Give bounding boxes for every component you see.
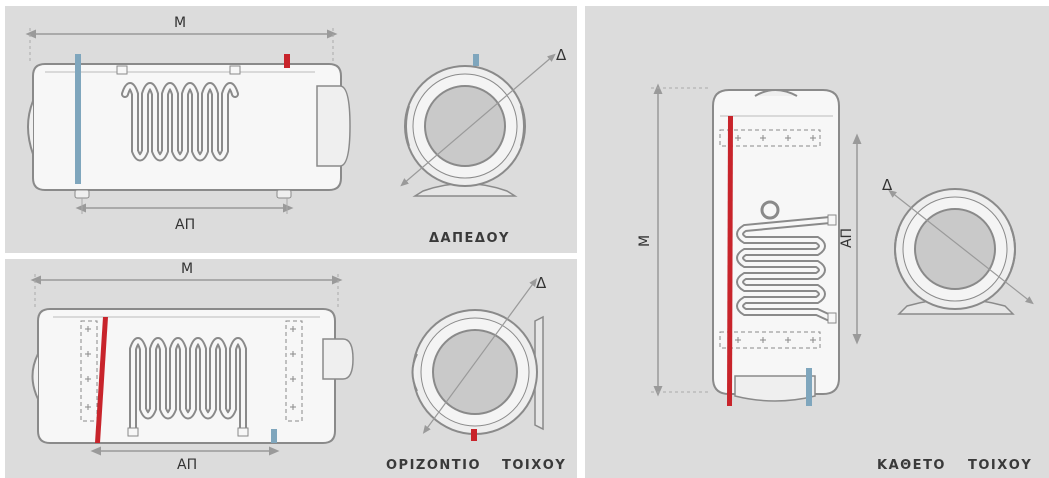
- diameter-label: Δ: [536, 274, 547, 292]
- horizontal-wall-drawing: [30, 274, 544, 456]
- tank-vertical: [712, 89, 840, 406]
- length-label: M: [174, 15, 187, 31]
- coil-span-label: ΑΠ: [175, 217, 196, 233]
- side-view-wall: [411, 278, 544, 441]
- side-view-floor: [400, 53, 556, 197]
- cold-water-pipe: [75, 54, 81, 184]
- tank-horizontal-floor: [27, 54, 351, 199]
- caption-wall: ΤΟΙΧΟΥ: [502, 458, 567, 473]
- hot-water-pipe: [95, 317, 108, 443]
- diameter-dimension-line: [400, 53, 556, 187]
- cold-water-inlet: [271, 429, 277, 443]
- caption-horizontal: ΟΡΙΖΟΝΤΙΟ: [386, 458, 482, 473]
- panel-vertical-wall: M ΑΠ Δ ΚΑΘΕΤΟ ΤΟΙΧΟΥ: [585, 6, 1049, 478]
- panel-horizontal-floor: M ΑΠ Δ ΔΑΠΕΔΟΥ: [5, 6, 577, 253]
- coil-span-label: ΑΠ: [177, 457, 198, 473]
- height-label: M: [637, 234, 654, 248]
- vertical-wall-drawing: [651, 83, 1034, 406]
- hot-water-pipe: [727, 116, 733, 406]
- caption-floor: ΔΑΠΕΔΟΥ: [429, 231, 510, 246]
- hot-water-outlet: [284, 54, 290, 68]
- diameter-label: Δ: [882, 176, 893, 194]
- diameter-dimension-line: [888, 189, 1034, 305]
- diameter-label: Δ: [556, 46, 567, 64]
- length-label: M: [181, 261, 194, 277]
- panel-horizontal-wall: M ΑΠ Δ ΟΡΙΖΟΝΤΙΟ ΤΟΙΧΟΥ: [5, 259, 577, 478]
- side-view-vertical: [888, 188, 1034, 315]
- horizontal-floor-drawing: [25, 28, 556, 214]
- caption-vertical: ΚΑΘΕΤΟ: [877, 458, 946, 473]
- tank-horizontal-wall: [31, 308, 354, 444]
- cold-water-pipe: [806, 368, 812, 406]
- caption-wall: ΤΟΙΧΟΥ: [968, 458, 1033, 473]
- coil-span-label: ΑΠ: [839, 227, 856, 249]
- diameter-dimension-line: [422, 278, 538, 434]
